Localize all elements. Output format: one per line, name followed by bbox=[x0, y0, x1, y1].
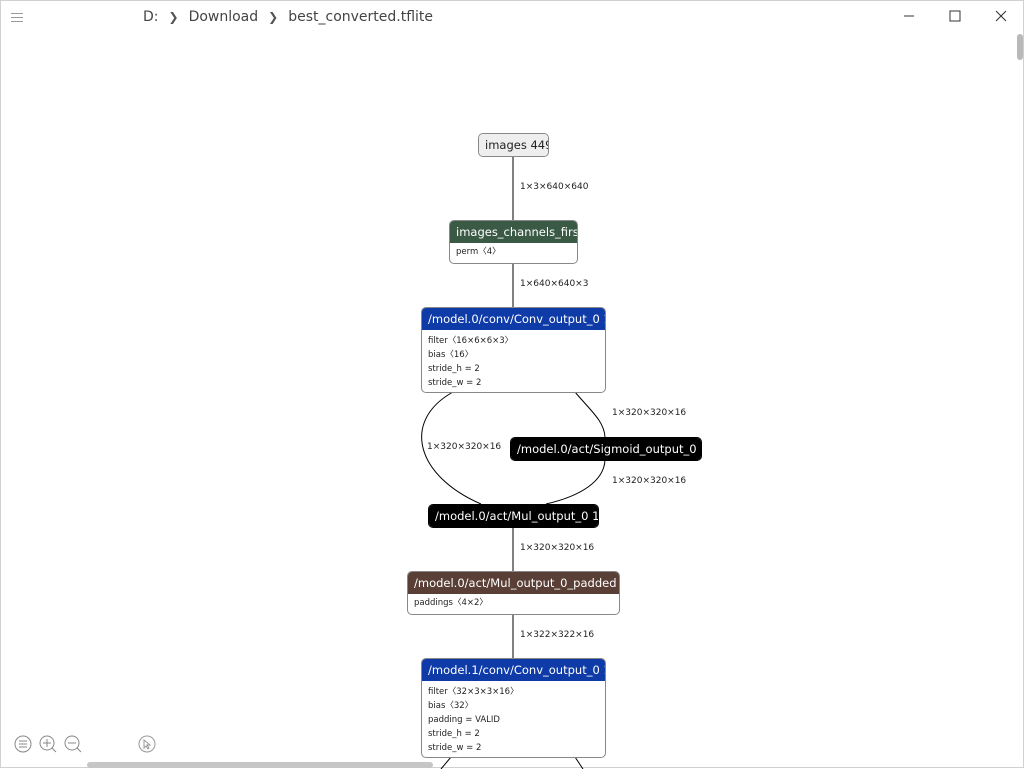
pointer-mode-button[interactable] bbox=[138, 735, 156, 753]
close-icon bbox=[995, 10, 1007, 22]
minimize-button[interactable] bbox=[894, 5, 924, 27]
graph-node-mul0[interactable]: /model.0/act/Mul_output_0 158 bbox=[428, 504, 599, 528]
breadcrumb-drive[interactable]: D: bbox=[143, 9, 159, 25]
node-attr: stride_h = 2 bbox=[428, 729, 480, 739]
breadcrumb-file[interactable]: best_converted.tflite bbox=[288, 9, 434, 25]
menu-button[interactable] bbox=[9, 9, 25, 25]
breadcrumb-folder[interactable]: Download bbox=[188, 9, 259, 25]
node-attr: stride_w = 2 bbox=[428, 378, 482, 388]
edge-label: 1×320×320×16 bbox=[427, 442, 502, 452]
node-attr: bias〈16〉 bbox=[428, 350, 474, 360]
edge-label: 1×322×322×16 bbox=[520, 630, 595, 640]
node-attr: filter〈16×6×6×3〉 bbox=[428, 336, 514, 346]
chevron-right-icon: ❯ bbox=[268, 10, 279, 24]
node-attr: stride_h = 2 bbox=[428, 364, 480, 374]
node-title: /model.0/conv/Conv_output_0 156 bbox=[422, 308, 605, 330]
node-attr: filter〈32×3×3×16〉 bbox=[428, 687, 519, 697]
edge-label: 1×3×640×640 bbox=[520, 182, 589, 192]
node-title: /model.0/act/Mul_output_0_padded 420 bbox=[408, 572, 619, 594]
graph-node-conv0[interactable]: /model.0/conv/Conv_output_0 156 filter〈1… bbox=[421, 307, 606, 393]
edge-label: 1×640×640×3 bbox=[520, 279, 589, 289]
cursor-pointer-icon bbox=[138, 735, 156, 753]
zoom-in-icon bbox=[39, 735, 57, 753]
list-button[interactable] bbox=[14, 735, 32, 753]
minimize-icon bbox=[904, 15, 914, 17]
edge-conv0-sigmoid0 bbox=[574, 391, 606, 438]
zoom-in-button[interactable] bbox=[39, 735, 57, 753]
node-title: /model.1/conv/Conv_output_0 159 bbox=[422, 659, 605, 681]
maximize-icon bbox=[949, 10, 961, 22]
list-icon bbox=[14, 735, 32, 753]
node-attr: stride_w = 2 bbox=[428, 743, 482, 753]
node-attr: paddings〈4×2〉 bbox=[414, 598, 488, 608]
close-button[interactable] bbox=[986, 5, 1016, 27]
node-title: images_channels_first 4 bbox=[450, 221, 577, 243]
edge-label: 1×320×320×16 bbox=[612, 408, 687, 418]
chevron-right-icon: ❯ bbox=[168, 10, 179, 24]
edge-label: 1×320×320×16 bbox=[520, 543, 595, 553]
horizontal-scrollbar-thumb[interactable] bbox=[87, 762, 433, 768]
graph-input-node[interactable]: images 449 bbox=[478, 133, 549, 157]
breadcrumb: D: ❯ Download ❯ best_converted.tflite bbox=[143, 9, 433, 25]
vertical-scrollbar-thumb[interactable] bbox=[1017, 34, 1023, 60]
zoom-out-button[interactable] bbox=[64, 735, 82, 753]
graph-node-conv1[interactable]: /model.1/conv/Conv_output_0 159 filter〈3… bbox=[421, 658, 606, 758]
node-attr: perm〈4〉 bbox=[456, 247, 501, 257]
edge-conv1-out-right bbox=[574, 756, 584, 769]
node-attr: padding = VALID bbox=[428, 715, 500, 725]
edge-conv0-mul0 bbox=[421, 391, 482, 505]
node-attr: bias〈32〉 bbox=[428, 701, 474, 711]
graph-node-pad0[interactable]: /model.0/act/Mul_output_0_padded 420 pad… bbox=[407, 571, 620, 615]
maximize-button[interactable] bbox=[940, 5, 970, 27]
title-bar: D: ❯ Download ❯ best_converted.tflite bbox=[1, 1, 1024, 33]
edge-sigmoid0-mul0 bbox=[545, 459, 606, 505]
edge-label: 1×320×320×16 bbox=[612, 476, 687, 486]
node-title: images 449 bbox=[479, 134, 548, 156]
node-title: /model.0/act/Mul_output_0 158 bbox=[429, 505, 598, 527]
edge-conv1-out-left bbox=[440, 756, 452, 769]
graph-node-sigmoid0[interactable]: /model.0/act/Sigmoid_output_0 157 bbox=[510, 437, 702, 461]
zoom-out-icon bbox=[64, 735, 82, 753]
node-title: /model.0/act/Sigmoid_output_0 157 bbox=[511, 438, 701, 460]
graph-node-transpose[interactable]: images_channels_first 4 perm〈4〉 bbox=[449, 220, 578, 264]
